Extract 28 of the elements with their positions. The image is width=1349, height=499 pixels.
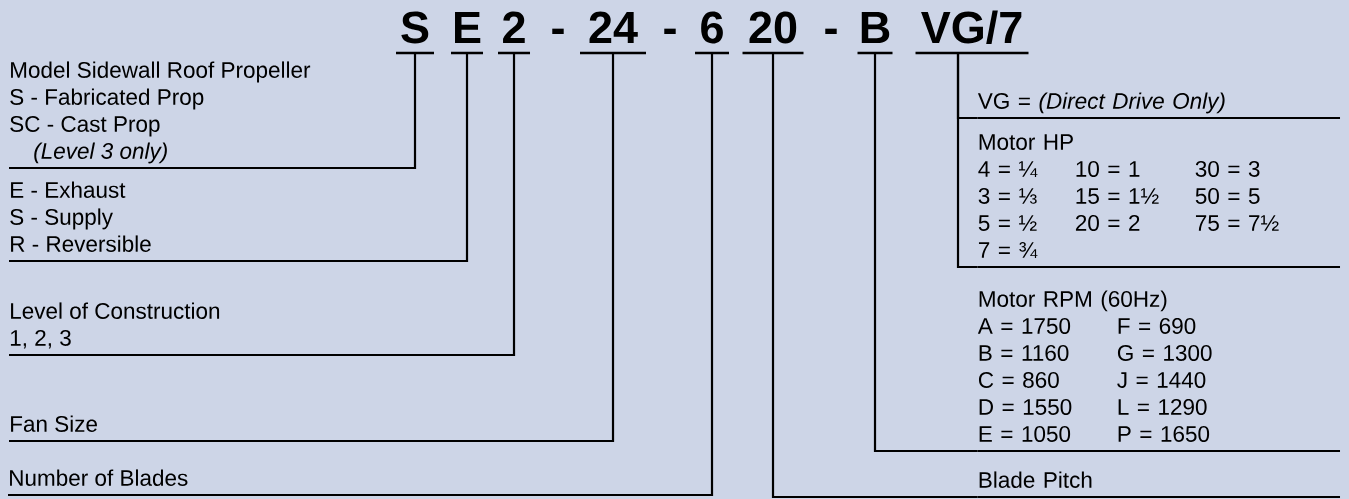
code-segment: B <box>857 12 893 55</box>
description-text: Fan Size <box>11 415 97 432</box>
code-separator: - <box>552 28 564 34</box>
description-text: Level of Construction 1, 2, 3 <box>10 302 220 349</box>
code-segment: E <box>451 12 483 55</box>
description-text: E - Exhaust S - Supply R - Reversible <box>10 181 151 252</box>
description-text: Model Sidewall Roof Propeller S - Fabricated Prop SC - Cast Prop (Level 3 only) <box>10 61 311 164</box>
leader-line <box>9 53 516 357</box>
leader-line <box>873 53 978 453</box>
code-separator: - <box>825 28 837 34</box>
code-segment: 24 <box>580 11 646 55</box>
leader-line <box>771 53 978 499</box>
leader-line <box>8 53 714 497</box>
description-text: Motor RPM (60Hz) A = 1750 F = 690 B = 1160 G = 1300 C = 860 J = 1440 D = 1550 L = 1290 E = 1050 P = 1650 <box>977 290 1340 453</box>
leader-line <box>9 53 417 170</box>
description-text: Blade Pitch <box>977 471 1340 499</box>
description-text: VG = (Direct Drive Only) <box>977 92 1340 120</box>
code-segment: VG/7 <box>915 10 1029 55</box>
code-segment: S <box>396 11 434 55</box>
code-separator: - <box>664 28 676 34</box>
code-segment: 2 <box>498 11 530 55</box>
leader-line <box>956 53 978 269</box>
description-text: Number of Blades <box>10 469 188 486</box>
leader-line <box>9 53 469 263</box>
leader-line <box>9 53 615 443</box>
code-segment: 20 <box>742 11 804 55</box>
code-segment: 6 <box>695 11 729 55</box>
description-text: Motor HP 4 = ¼ 10 = 1 30 = 3 3 = ⅓ 15 = 1½ 50 = 5 5 = ½ 20 = 2 75 = 7½ 7 = ¾ <box>977 134 1340 269</box>
